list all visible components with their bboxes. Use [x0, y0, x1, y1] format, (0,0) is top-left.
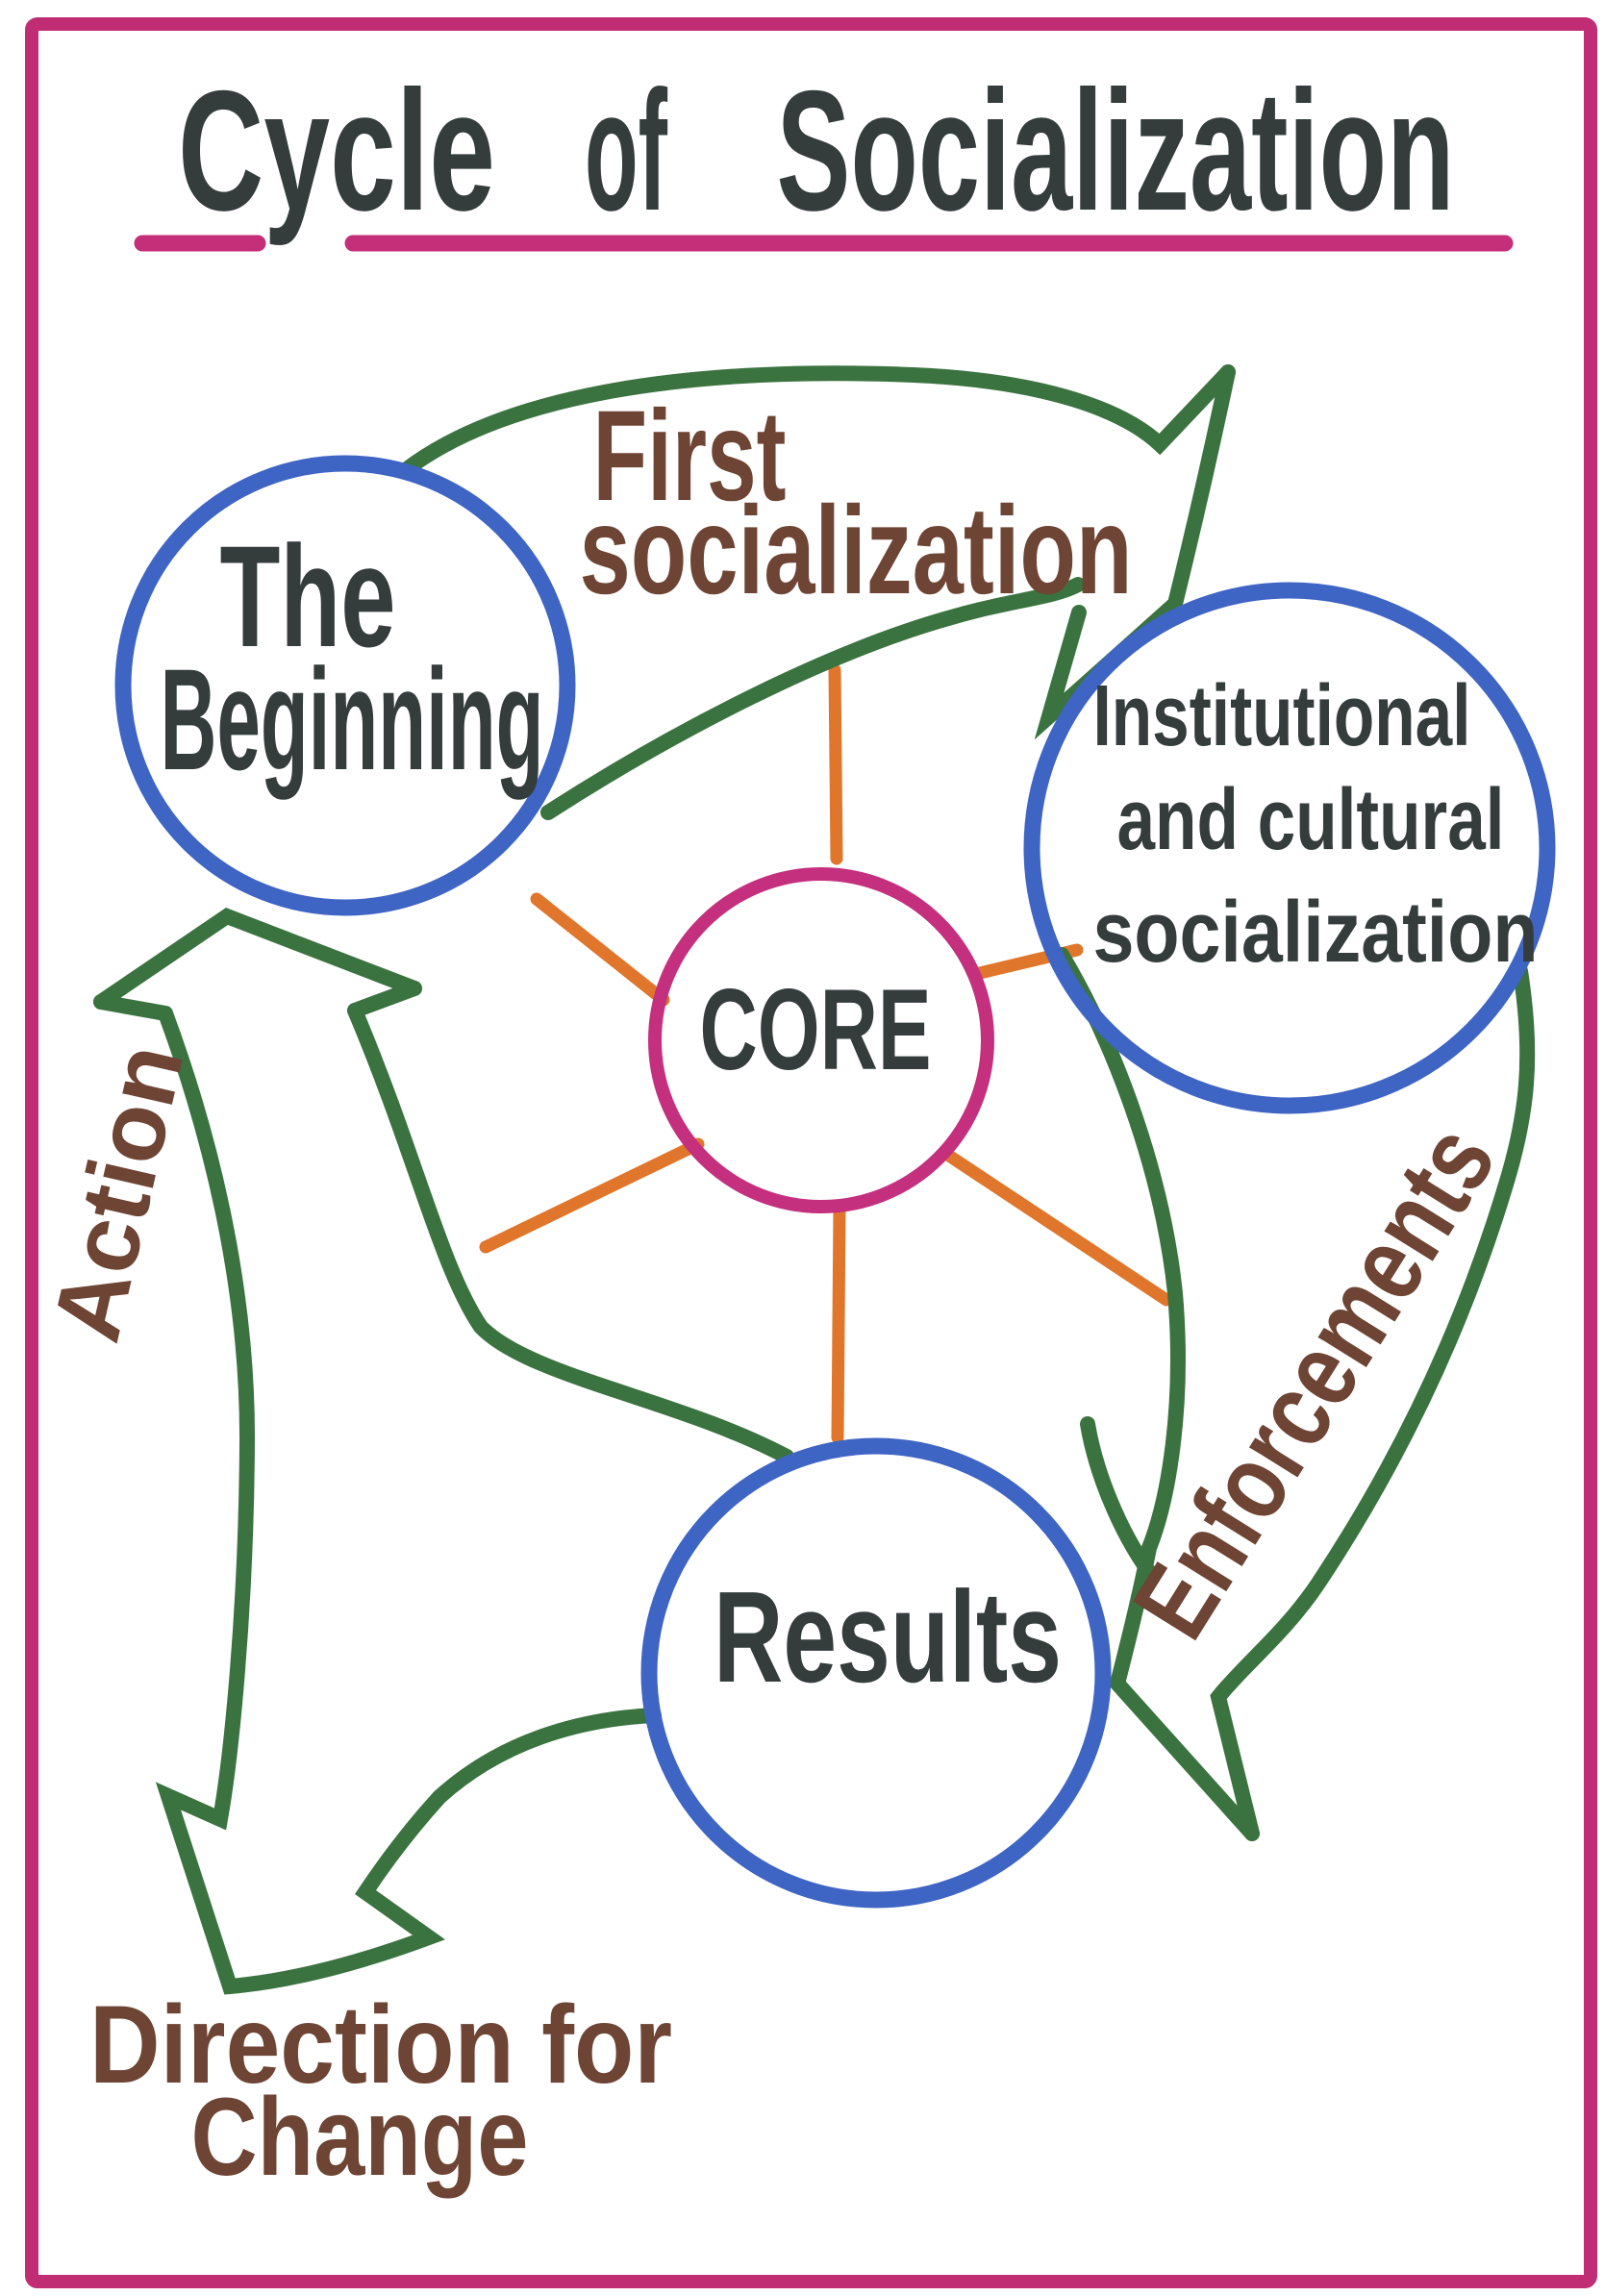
svg-text:The: The: [220, 515, 396, 677]
svg-text:Change: Change: [191, 2076, 529, 2199]
svg-text:socialization: socialization: [1093, 885, 1539, 981]
svg-text:Results: Results: [714, 1564, 1062, 1710]
svg-text:First: First: [593, 385, 787, 528]
svg-text:CORE: CORE: [700, 965, 932, 1094]
svg-text:Cycle: Cycle: [178, 55, 495, 246]
svg-text:Socialization: Socialization: [777, 55, 1455, 246]
svg-text:socialization: socialization: [580, 480, 1133, 620]
svg-text:Institutional: Institutional: [1093, 668, 1471, 764]
svg-text:of: of: [585, 55, 667, 246]
svg-text:and cultural: and cultural: [1117, 772, 1505, 868]
svg-text:Direction for: Direction for: [89, 1984, 672, 2107]
svg-text:Beginning: Beginning: [161, 638, 544, 800]
